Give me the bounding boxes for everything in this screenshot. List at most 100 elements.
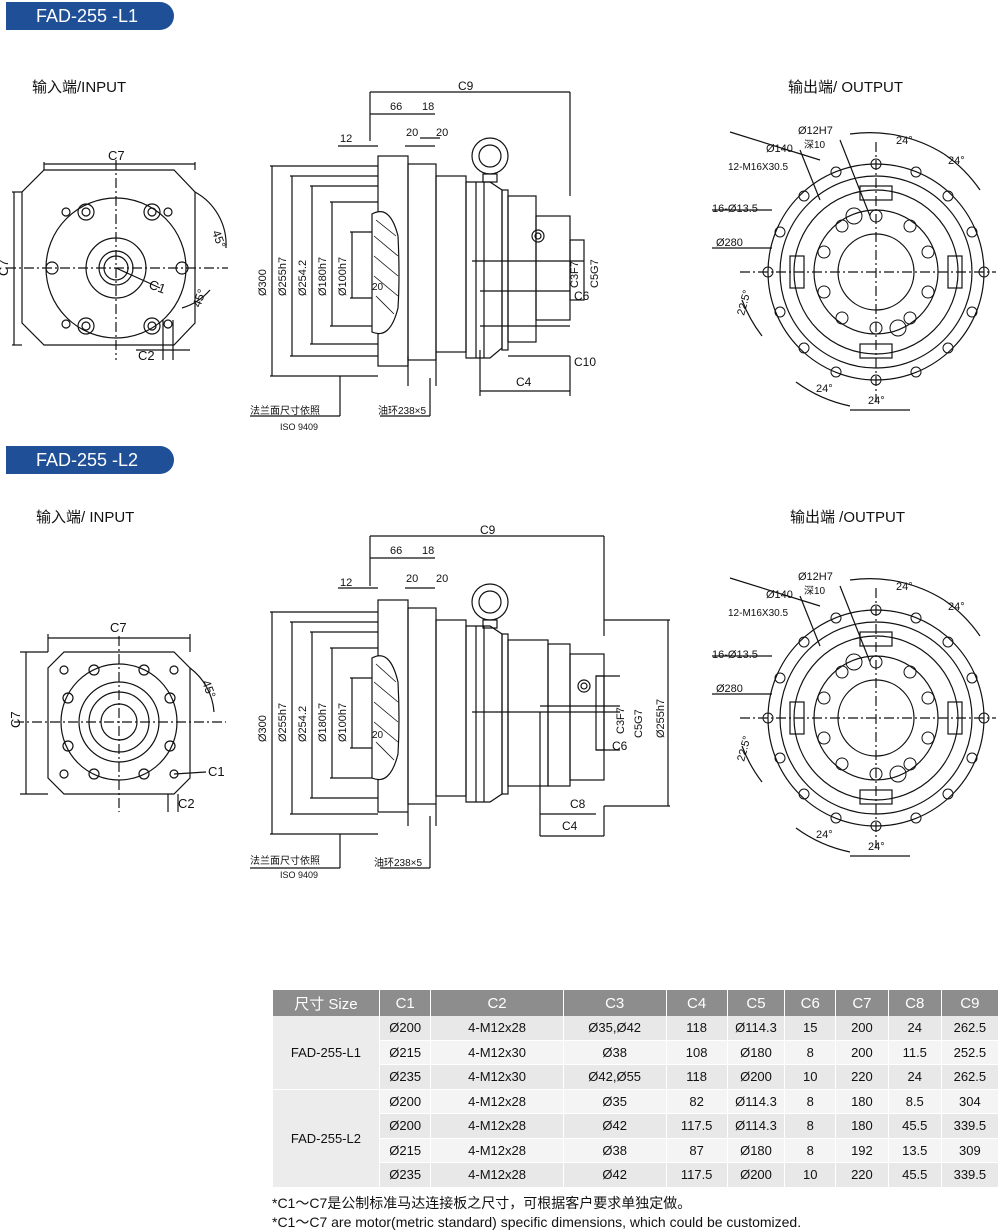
dim-c7-side-l2: C7 bbox=[8, 711, 23, 728]
dim-d140: Ø140 bbox=[766, 143, 793, 155]
table-cell-c9: 262.5 bbox=[940, 1064, 998, 1090]
table-cell-c5: Ø200 bbox=[726, 1162, 785, 1188]
table-cell-c3: Ø38 bbox=[562, 1138, 667, 1163]
table-cell-c1: Ø200 bbox=[378, 1088, 431, 1114]
input-view-l1: C7 C7 45° 45° C1 C2 bbox=[0, 148, 229, 363]
table-cell-c6: 15 bbox=[784, 1016, 836, 1041]
header-size: 尺寸 Size bbox=[272, 990, 380, 1016]
dim-20-c-l2: 20 bbox=[372, 730, 384, 741]
table-cell-c3: Ø42,Ø55 bbox=[562, 1064, 667, 1090]
note-flange-l2: 法兰面尺寸依照 bbox=[250, 854, 320, 867]
header-c1: C1 bbox=[378, 990, 431, 1016]
dim-20-a-l2: 20 bbox=[406, 573, 418, 585]
dim-12: 12 bbox=[340, 133, 352, 145]
dim-18: 18 bbox=[422, 101, 434, 113]
table-cell-c9: 252.5 bbox=[940, 1040, 998, 1065]
table-cell-c1: Ø215 bbox=[378, 1138, 431, 1163]
angle-24-c: 24° bbox=[816, 383, 833, 395]
table-cell-c8: 8.5 bbox=[887, 1088, 942, 1114]
table-cell-c8: 24 bbox=[887, 1064, 942, 1090]
angle-24-b: 24° bbox=[948, 155, 965, 167]
dim-d255h7: Ø255h7 bbox=[277, 257, 289, 296]
spec-table: 尺寸 Size C1 C2 C3 C4 C5 C6 C7 C8 C9 FAD-2… bbox=[272, 990, 998, 1188]
table-cell-c4: 87 bbox=[665, 1138, 728, 1163]
table-cell-c5: Ø114.3 bbox=[726, 1088, 785, 1114]
table-cell-c6: 8 bbox=[784, 1040, 836, 1065]
table-cell-c2: 4-M12x28 bbox=[430, 1138, 564, 1163]
table-cell-c8: 13.5 bbox=[887, 1138, 942, 1163]
dim-20-a: 20 bbox=[406, 127, 418, 139]
table-cell-c2: 4-M12x30 bbox=[430, 1064, 564, 1090]
section-title-l1: FAD-255 -L1 bbox=[6, 2, 174, 30]
table-cell-c2: 4-M12x28 bbox=[430, 1016, 564, 1041]
output-label-l2: 输出端 /OUTPUT bbox=[790, 509, 905, 526]
dim-c1: C1 bbox=[147, 277, 168, 297]
angle-24-d-l2: 24° bbox=[868, 841, 885, 853]
dim-20-b: 20 bbox=[436, 127, 448, 139]
header-c8: C8 bbox=[887, 990, 942, 1016]
dim-d100h7-l2: Ø100h7 bbox=[337, 703, 349, 742]
table-cell-c1: Ø200 bbox=[378, 1113, 431, 1139]
table-cell-c3: Ø42 bbox=[562, 1113, 667, 1139]
dim-d135-l2: 16-Ø13.5 bbox=[712, 649, 758, 661]
output-view-l1: Ø12H7 深10 Ø140 12-M16X30.5 16-Ø13.5 Ø280… bbox=[712, 125, 996, 411]
note-flange: 法兰面尺寸依照 bbox=[250, 404, 320, 417]
section-title-l2: FAD-255 -L2 bbox=[6, 446, 174, 474]
table-cell-c6: 8 bbox=[784, 1138, 836, 1163]
angle-45-l2: 45° bbox=[199, 678, 218, 700]
dim-20-b-l2: 20 bbox=[436, 573, 448, 585]
dim-depth10-l2: 深10 bbox=[804, 585, 826, 597]
angle-225-l2: 22.5° bbox=[735, 735, 753, 763]
dim-m16: 12-M16X30.5 bbox=[728, 162, 788, 173]
angle-45-a: 45° bbox=[209, 228, 228, 250]
dim-c8-l2: C8 bbox=[570, 797, 586, 811]
table-cell-c7: 180 bbox=[835, 1113, 889, 1139]
header-c4: C4 bbox=[665, 990, 728, 1016]
dim-c7-side: C7 bbox=[0, 259, 11, 276]
model-name-cell: FAD-255-L1 bbox=[272, 1016, 380, 1090]
dim-d300: Ø300 bbox=[257, 269, 269, 296]
table-cell-c9: 262.5 bbox=[940, 1016, 998, 1041]
table-cell-c9: 304 bbox=[940, 1088, 998, 1114]
angle-24-b-l2: 24° bbox=[948, 601, 965, 613]
header-c6: C6 bbox=[784, 990, 836, 1016]
dim-c5g7: C5G7 bbox=[589, 259, 601, 288]
table-cell-c3: Ø42 bbox=[562, 1162, 667, 1188]
table-cell-c4: 117.5 bbox=[665, 1162, 728, 1188]
dim-12-l2: 12 bbox=[340, 577, 352, 589]
table-cell-c9: 339.5 bbox=[940, 1113, 998, 1139]
table-cell-c4: 108 bbox=[665, 1040, 728, 1065]
dim-c1-l2: C1 bbox=[208, 764, 225, 779]
table-cell-c2: 4-M12x28 bbox=[430, 1113, 564, 1139]
angle-24-a: 24° bbox=[896, 135, 913, 147]
dim-d180h7: Ø180h7 bbox=[317, 257, 329, 296]
dim-d280-l2: Ø280 bbox=[716, 683, 743, 695]
table-cell-c3: Ø38 bbox=[562, 1040, 667, 1065]
side-view-l1: C9 66 18 12 20 20 20 Ø300 Ø255h7 Ø254.2 … bbox=[250, 79, 601, 432]
dim-c3f7-l2: C3F7 bbox=[615, 707, 627, 734]
table-cell-c2: 4-M12x30 bbox=[430, 1040, 564, 1065]
dim-d12h7-l2: Ø12H7 bbox=[798, 571, 833, 583]
output-view-l2: Ø12H7 深10 Ø140 12-M16X30.5 16-Ø13.5 Ø280… bbox=[712, 571, 996, 857]
dim-m16-l2: 12-M16X30.5 bbox=[728, 608, 788, 619]
dim-c3f7: C3F7 bbox=[569, 261, 581, 288]
header-c7: C7 bbox=[835, 990, 889, 1016]
header-c2: C2 bbox=[430, 990, 564, 1016]
dim-c7-top-l2: C7 bbox=[110, 620, 127, 635]
table-cell-c5: Ø114.3 bbox=[726, 1016, 785, 1041]
table-cell-c3: Ø35,Ø42 bbox=[562, 1016, 667, 1041]
table-cell-c6: 10 bbox=[784, 1162, 836, 1188]
side-view-l2: C9 66 18 12 20 20 20 Ø300 Ø255h7 Ø254.2 … bbox=[250, 523, 670, 880]
table-cell-c2: 4-M12x28 bbox=[430, 1088, 564, 1114]
table-cell-c7: 220 bbox=[835, 1064, 889, 1090]
table-cell-c5: Ø200 bbox=[726, 1064, 785, 1090]
output-label-l1: 输出端/ OUTPUT bbox=[788, 79, 903, 96]
note-iso-l2: ISO 9409 bbox=[280, 870, 318, 880]
dim-depth10: 深10 bbox=[804, 139, 826, 151]
angle-45-b: 45° bbox=[190, 287, 209, 309]
table-cell-c4: 118 bbox=[665, 1064, 728, 1090]
spec-table-header: 尺寸 Size C1 C2 C3 C4 C5 C6 C7 C8 C9 bbox=[272, 990, 998, 1016]
